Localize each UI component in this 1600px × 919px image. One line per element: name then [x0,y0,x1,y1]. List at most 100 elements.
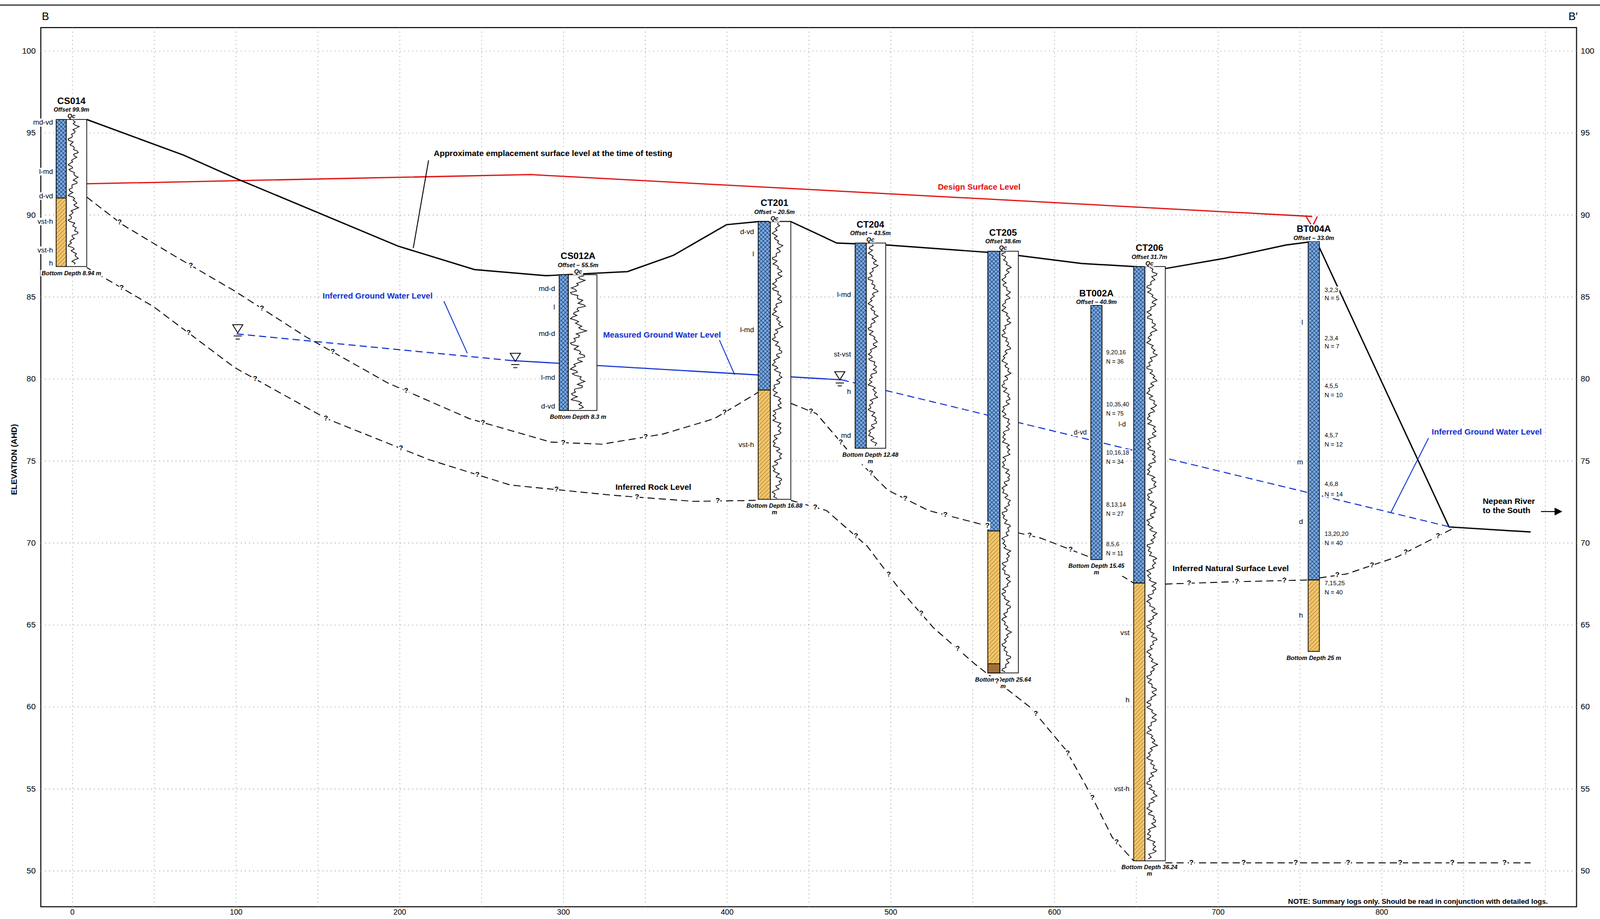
uncertain-mark: ? [323,413,329,422]
cpt-box [568,274,597,411]
uncertain-mark: ? [252,374,258,383]
borehole-header: BT004AOffset – 33.0m [1292,224,1336,242]
grid-line [563,27,564,907]
log-label: l-md [835,290,852,299]
borehole-columns [56,119,1320,861]
log-label: N = 7 [1323,342,1341,349]
log-label: h [1124,696,1131,705]
axis-tick: 85 [25,292,37,302]
log-label: N = 34 [1104,458,1125,465]
rock-line [790,402,1091,558]
grid-line [40,788,1577,790]
grid-line [317,27,318,907]
log-label: N = 5 [1323,294,1341,302]
log-label: 10,35,40 [1104,400,1130,408]
log-label: st-vst [833,349,853,359]
log-label: md-d [537,284,557,294]
uncertain-mark: ? [942,510,948,519]
axis-tick: 400 [719,907,736,917]
log-label: h [48,259,55,268]
uncertain-mark: ? [808,407,814,416]
log-label: 7,15,25 [1323,579,1346,587]
soil-fill [558,274,569,411]
qc-text: Qc [1144,259,1155,267]
grid-line [40,50,1577,52]
cpt-box [1145,266,1166,861]
log-label: N = 40 [1323,539,1344,546]
grid-line [726,27,728,907]
uncertain-mark: ? [403,386,409,395]
borehole-log: BT002AOffset – 40.9mBottom Depth 15.45 m [1090,304,1103,559]
cpt-box [999,251,1019,673]
axis-tick: 55 [1579,783,1591,793]
uncertain-mark: ? [1501,858,1508,867]
uncertain-mark: ? [1449,858,1455,867]
grid-line [40,296,1577,298]
log-label: N = 12 [1323,440,1344,447]
log-label: vst-h [737,440,756,450]
log-label: m [1296,458,1305,467]
design-surface [86,174,1318,227]
grid-line [890,27,891,907]
axis-tick: 80 [25,374,37,384]
groundwater-inferred [236,333,511,361]
grid [40,27,1577,907]
grid-line [40,624,1577,626]
uncertain-mark: ? [1292,858,1299,867]
uncertain-mark: ? [560,438,567,447]
soil-fill [855,242,867,448]
uncertain-mark: ? [868,469,874,478]
axis-tick: 90 [25,210,37,220]
borehole-header: CT204Offset – 43.5mQc [848,219,892,244]
cpt-trace [1146,267,1158,859]
soil-fill [1308,241,1320,581]
qc-text: Qc [998,244,1009,251]
bottom-depth: Bottom Depth 8.94 m [40,269,103,277]
rock-fill [987,530,1001,673]
log-label: N = 10 [1323,391,1344,399]
uncertain-mark: ? [1113,837,1120,846]
leader-lines [413,160,1429,513]
log-label: h [846,387,852,396]
section-marker: B [40,10,50,23]
uncertain-mark: ? [812,503,818,512]
axis-tick: 95 [1579,128,1591,138]
uncertain-mark: ? [1032,709,1039,718]
grid-line [40,542,1577,544]
rock-fill [1133,582,1146,861]
axis-tick: 50 [25,866,37,876]
uncertain-mark: ? [1397,858,1403,867]
borehole-name: CT201 [759,198,790,209]
axis-tick: 95 [25,128,37,138]
grid-line [40,132,1577,134]
log-label: N = 27 [1104,510,1125,517]
borehole-name: BT004A [1295,224,1332,235]
cpt-trace [1002,251,1012,672]
bottom-depth: Bottom Depth 25 m [1283,654,1345,661]
borehole-header: CS014Offset 99.9mQc [52,96,91,120]
uncertain-mark: ? [1188,858,1195,867]
uncertain-mark: ? [714,496,721,505]
natural-surface-line [1319,527,1455,578]
uncertain-mark: ? [116,218,123,227]
log-label: l [552,303,557,312]
borehole-log: CT204Offset – 43.5mQcBottom Depth 12.48 … [855,242,887,448]
uncertain-mark: ? [918,609,925,618]
rock-fill [987,663,1001,673]
log-label: d-vd [37,191,55,200]
log-label: md-d [537,329,557,338]
cpt-box [66,119,87,266]
grid-line [1054,27,1055,907]
uncertain-mark: ? [1186,579,1192,588]
borehole-name: CT205 [987,228,1018,239]
borehole-header: CT201Offset – 20.5mQc [752,198,796,222]
grid-line [40,706,1577,707]
rock-line [86,267,759,502]
uncertain-mark: ? [984,521,991,530]
log-label: N = 14 [1323,490,1344,498]
grid-line [1545,27,1546,907]
soil-fill [987,251,1001,531]
section-marker: B′ [1567,10,1579,23]
log-label: l-md [738,325,756,334]
log-label: vst-h [36,217,55,226]
